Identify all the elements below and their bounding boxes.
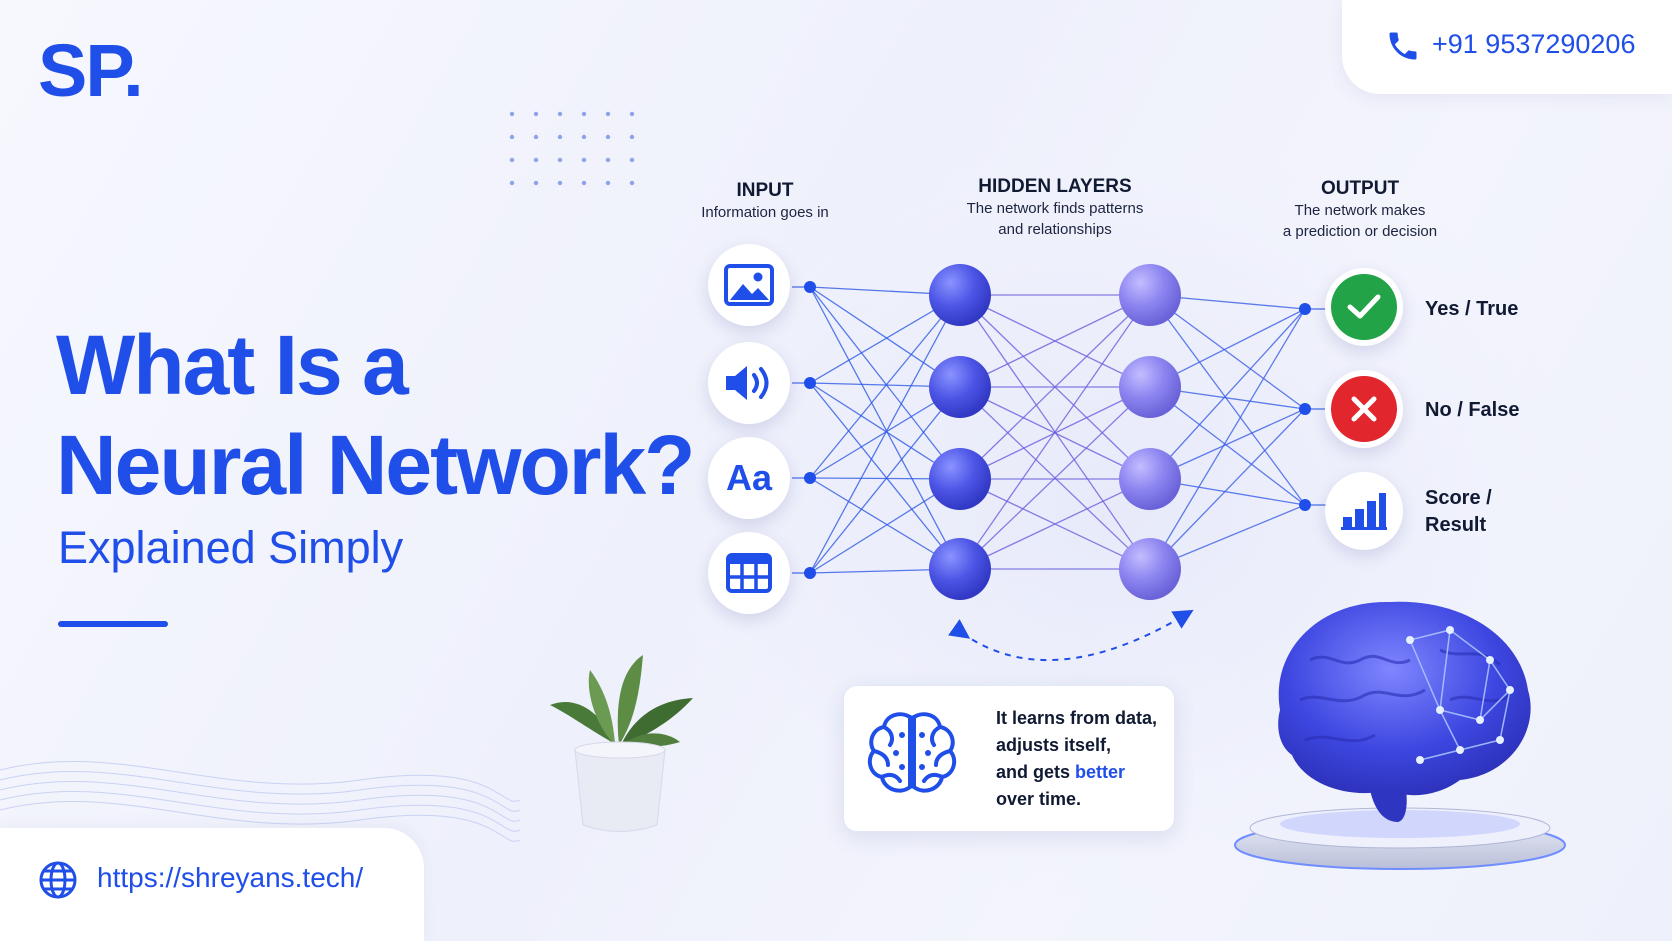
hidden-layers-desc-1: The network finds patterns xyxy=(966,200,1144,217)
connection-hidden-output xyxy=(1149,308,1306,570)
learning-info-card xyxy=(843,685,1175,832)
output-node-dot xyxy=(1299,499,1311,511)
input-image xyxy=(708,244,790,326)
brand-logo: SP. xyxy=(38,29,144,112)
hidden-layers-desc-2: and relationships xyxy=(998,221,1112,238)
input-header: INPUT Information goes in xyxy=(665,180,865,223)
hidden-node-layer-1 xyxy=(929,264,991,326)
output-node-dot xyxy=(1299,303,1311,315)
hidden-node-layer-2 xyxy=(1119,264,1181,326)
input-description: Information goes in xyxy=(701,204,829,221)
hidden-node-layer-2 xyxy=(1119,538,1181,600)
hidden-layers-header: HIDDEN LAYERS The network finds patterns… xyxy=(920,176,1190,240)
info-line-3-highlight: better xyxy=(1075,762,1126,782)
hidden-node-layer-1 xyxy=(929,538,991,600)
page-title: What Is a Neural Network? xyxy=(56,315,695,515)
title-underline xyxy=(58,621,168,627)
connection-hidden-output xyxy=(1149,308,1306,480)
output-yes xyxy=(1325,268,1403,346)
title-line-2: Neural Network? xyxy=(56,418,695,512)
output-score-text-1: Score / xyxy=(1425,487,1492,509)
info-line-3-prefix: and gets xyxy=(996,762,1076,782)
output-node-dot xyxy=(1299,403,1311,415)
check-icon xyxy=(1347,294,1381,319)
hidden-node-layer-1 xyxy=(929,356,991,418)
connection-hidden-hidden xyxy=(959,478,1151,570)
output-score-text-2: Result xyxy=(1425,514,1487,536)
output-desc-1: The network makes xyxy=(1294,202,1426,219)
output-label-score: Score / Result xyxy=(1425,485,1492,539)
output-header: OUTPUT The network makes a prediction or… xyxy=(1230,178,1490,242)
close-icon xyxy=(1351,396,1377,422)
connection-hidden-output xyxy=(1149,386,1306,506)
hidden-node-layer-1 xyxy=(929,448,991,510)
hidden-node-layer-2 xyxy=(1119,448,1181,510)
decorative-dot-grid xyxy=(509,111,635,186)
input-table xyxy=(708,532,790,614)
decorative-waves xyxy=(0,760,520,842)
phone-icon xyxy=(1389,32,1417,60)
input-node-dot xyxy=(804,567,816,579)
brain-outline-icon xyxy=(867,712,957,793)
connection-hidden-hidden xyxy=(959,294,1151,388)
input-node-dot xyxy=(804,472,816,484)
connection-input-hidden xyxy=(809,294,961,479)
connection-input-hidden xyxy=(809,386,961,574)
output-score xyxy=(1325,472,1403,550)
phone-number[interactable]: +91 9537290206 xyxy=(1432,29,1636,59)
bar-chart-icon xyxy=(1341,493,1387,530)
image-icon xyxy=(724,264,774,306)
output-no xyxy=(1325,370,1403,448)
connection-hidden-hidden xyxy=(959,294,1151,570)
page-subtitle: Explained Simply xyxy=(58,522,404,573)
input-node-dot xyxy=(804,281,816,293)
info-line-1: It learns from data, xyxy=(996,708,1158,728)
connection-input-hidden xyxy=(809,294,961,574)
output-title: OUTPUT xyxy=(1320,178,1400,199)
connection-input-hidden xyxy=(809,286,961,570)
connection-hidden-output xyxy=(1149,408,1306,570)
input-text: Aa xyxy=(708,437,790,519)
info-line-3: and gets better xyxy=(996,759,1157,786)
phone-card xyxy=(1342,0,1672,94)
output-no-text: No / False xyxy=(1425,399,1520,421)
title-line-1: What Is a xyxy=(56,318,409,412)
speaker-icon xyxy=(726,366,769,400)
connection-input-hidden xyxy=(809,382,961,570)
output-desc-2: a prediction or decision xyxy=(1282,223,1438,240)
connection-hidden-output xyxy=(1149,294,1306,506)
learning-loop-arrow xyxy=(948,609,1194,662)
network-connections xyxy=(792,286,1326,574)
output-label-yes: Yes / True xyxy=(1425,296,1518,323)
info-line-4: over time. xyxy=(996,789,1082,809)
output-label-no: No / False xyxy=(1425,397,1519,424)
connection-input-hidden xyxy=(809,286,961,480)
network-nodes xyxy=(804,264,1311,600)
connection-hidden-hidden xyxy=(959,294,1151,480)
connection-hidden-hidden xyxy=(959,386,1151,570)
input-title: INPUT xyxy=(736,180,794,201)
learning-info-text: It learns from data, adjusts itself, and… xyxy=(996,705,1157,813)
website-link[interactable]: https://shreyans.tech/ xyxy=(97,862,364,893)
hidden-node-layer-2 xyxy=(1119,356,1181,418)
plant-illustration xyxy=(550,655,693,832)
text-icon: Aa xyxy=(725,457,773,498)
hidden-layers-title: HIDDEN LAYERS xyxy=(978,176,1132,197)
connection-hidden-output xyxy=(1149,294,1306,410)
info-line-2: adjusts itself, xyxy=(996,735,1112,755)
globe-icon xyxy=(39,861,77,899)
input-audio xyxy=(708,342,790,424)
url-card xyxy=(0,828,424,941)
input-node-dot xyxy=(804,377,816,389)
brain-illustration xyxy=(1234,601,1566,870)
table-icon xyxy=(726,553,772,593)
output-yes-text: Yes / True xyxy=(1425,298,1519,320)
